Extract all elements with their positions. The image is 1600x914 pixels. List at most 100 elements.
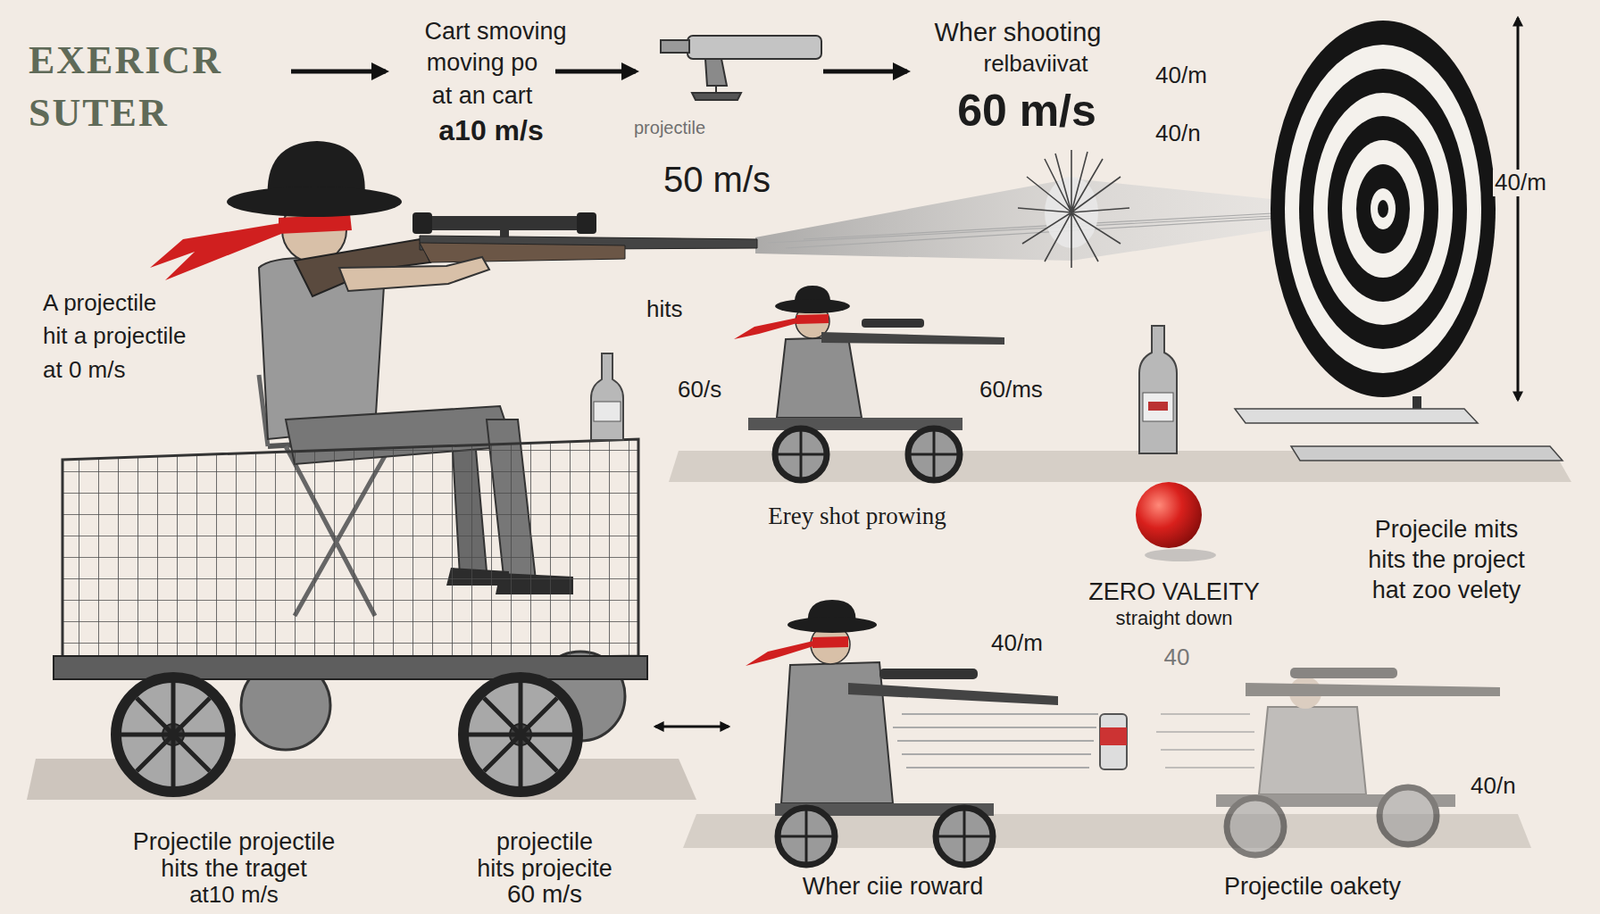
annotation-label: hit a projectile <box>41 323 188 350</box>
can <box>1100 714 1127 770</box>
smoke-beam <box>1017 150 1130 268</box>
bottle <box>593 401 621 422</box>
small-shooter-cart <box>733 285 1005 481</box>
bottle <box>591 353 624 441</box>
shooter-cart-moving <box>879 668 978 680</box>
can <box>1100 727 1127 746</box>
annotation-label: projectile <box>494 828 595 857</box>
target <box>1341 140 1425 278</box>
speed-label: a10 m/s <box>436 114 545 148</box>
cart-wheel <box>116 677 231 792</box>
shooter-cart-moving <box>812 636 849 649</box>
small-shooter-cart <box>821 332 1005 345</box>
annotation-label: hits projecite <box>475 855 615 884</box>
shooter-figure <box>576 212 597 234</box>
dimension-label: 40 <box>1162 644 1192 672</box>
ghost-cart <box>1156 667 1500 856</box>
gun-icon <box>691 92 742 100</box>
annotation-label: relbaviivat <box>981 50 1090 78</box>
shooter-figure <box>500 228 509 238</box>
speed-label: 50 m/s <box>661 158 773 200</box>
gun-icon <box>705 58 727 86</box>
small-shooter-cart <box>775 299 850 314</box>
annotation-label: Wher ciie roward <box>800 873 986 901</box>
cart-basket <box>53 656 648 680</box>
bottle <box>1148 401 1168 411</box>
annotation-label: at 0 m/s <box>41 357 127 384</box>
cart-wheel <box>121 683 225 787</box>
ghost-cart <box>1245 683 1500 697</box>
gun-icon <box>715 85 717 93</box>
red-ball <box>1144 549 1217 562</box>
annotation-label: straight down <box>1114 607 1235 630</box>
shooter-cart-moving <box>780 810 991 863</box>
annotation-label: Projecile mits <box>1373 516 1521 544</box>
target <box>1327 116 1439 302</box>
target <box>1299 68 1467 350</box>
shooter-figure <box>412 212 433 234</box>
small-shooter-cart <box>776 337 862 418</box>
target <box>1370 188 1396 230</box>
annotation-label: moving po <box>425 49 541 77</box>
shooter-figure <box>339 257 490 292</box>
dimension-label: 40/m <box>989 630 1045 658</box>
annotation-label: A projectile <box>41 290 159 317</box>
dimension-arrow <box>1516 17 1520 400</box>
cart-wheel <box>468 683 573 787</box>
double-arrow <box>655 726 729 728</box>
speed-label: 60/s <box>675 376 724 404</box>
shooter-figure <box>226 186 402 217</box>
ghost-cart <box>1226 798 1284 856</box>
annotation-label: Projectile projectile <box>131 828 338 857</box>
gun-icon <box>687 35 822 59</box>
flow-arrow <box>823 69 908 75</box>
shooter-figure <box>419 242 625 263</box>
target <box>1291 446 1563 461</box>
can <box>1100 714 1127 770</box>
bottle <box>1139 325 1177 454</box>
target <box>1313 92 1453 325</box>
cart-basket <box>62 439 639 666</box>
ghost-cart <box>1258 707 1367 795</box>
ghost-cart <box>1156 714 1255 768</box>
ghost-cart <box>1379 787 1437 845</box>
bottle <box>591 353 624 441</box>
small-shooter-cart <box>777 431 958 478</box>
flow-arrow <box>291 69 386 75</box>
dimension-arrow <box>1517 17 1519 400</box>
shooter-figure <box>150 223 282 281</box>
dimension-label: 40/n <box>1468 773 1518 800</box>
cart-wheel <box>463 677 578 792</box>
dimension-label: 40/m <box>1153 62 1209 90</box>
flow-arrow <box>555 69 636 75</box>
target <box>1377 200 1389 218</box>
annotation-label: Projectile oakety <box>1222 873 1403 901</box>
flow-arrow <box>291 71 908 73</box>
annotation-label: Erey shot prowing <box>766 502 948 531</box>
dimension-label: 40/m <box>1492 169 1549 197</box>
annotation-label: hits the traget <box>158 855 309 884</box>
target <box>1234 20 1563 461</box>
annotation-label: Wher shooting <box>933 17 1104 48</box>
bottle <box>1139 325 1177 454</box>
shooter-cart-moving <box>787 616 877 634</box>
annotation-label: Cart smoving <box>422 17 568 46</box>
red-ball <box>1135 482 1202 549</box>
annotation-label: ZERO VALEITY <box>1086 578 1262 607</box>
shooter-cart-moving <box>745 641 814 667</box>
annotation-label: projectile <box>632 117 708 139</box>
red-ball <box>1135 482 1217 562</box>
cart-basket <box>53 439 648 680</box>
double-arrow <box>655 725 729 729</box>
speed-label: at10 m/s <box>187 882 281 909</box>
target <box>1270 20 1496 398</box>
gun-icon <box>660 35 822 100</box>
cart-wheel <box>116 677 578 792</box>
small-shooter-cart <box>796 314 829 325</box>
speed-label: 60 m/s <box>505 880 584 909</box>
small-shooter-cart <box>733 317 798 340</box>
shooter-cart-moving <box>745 600 1099 866</box>
